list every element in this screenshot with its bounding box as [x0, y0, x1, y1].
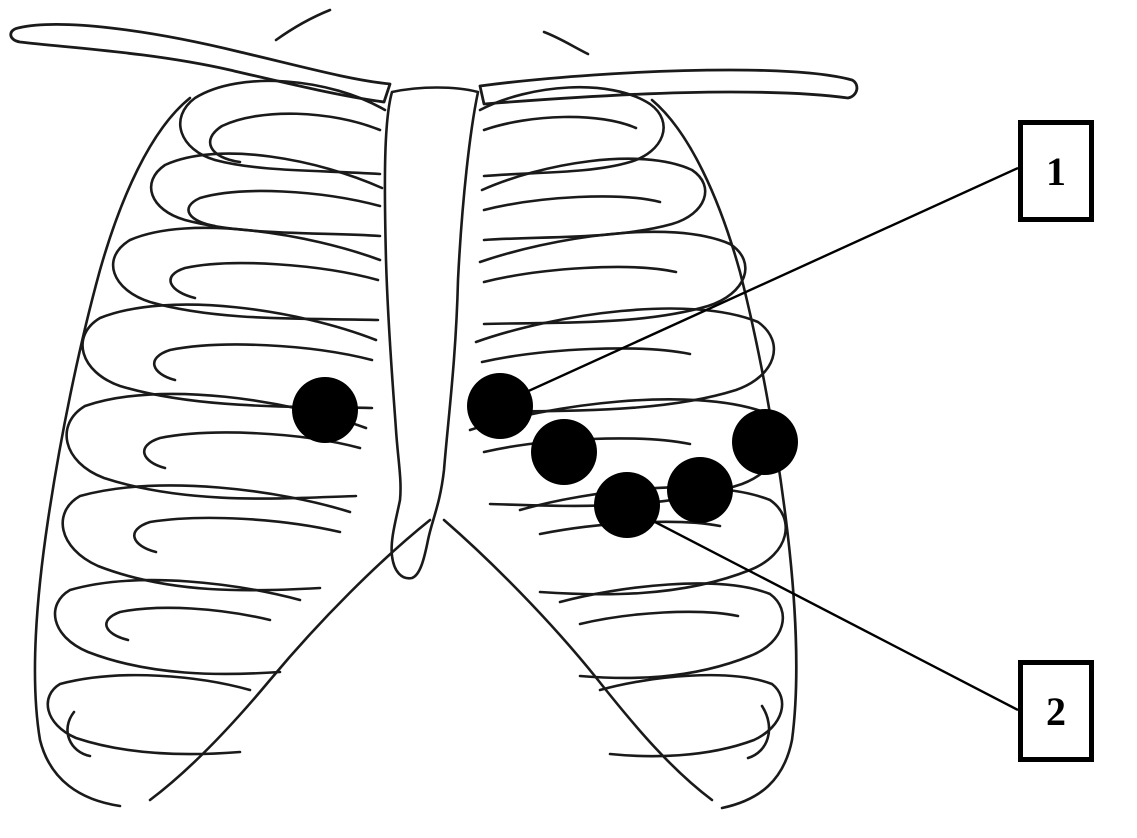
leader-line-1: [500, 168, 1018, 404]
left-costal-margin: [150, 520, 430, 800]
leader-line-2: [628, 508, 1018, 710]
sternum-outline: [385, 88, 478, 579]
sternum: [385, 88, 478, 579]
callout-label-2-text: 2: [1046, 688, 1066, 735]
callout-label-1-text: 1: [1046, 148, 1066, 195]
electrode-v3: [531, 419, 597, 485]
clavicles: [11, 10, 857, 104]
electrode-v6: [732, 409, 798, 475]
callout-label-2: 2: [1018, 660, 1094, 762]
left-rib-cage-edge: [35, 98, 190, 806]
right-first-rib-tip: [544, 32, 588, 54]
left-first-rib-tip: [276, 10, 330, 40]
callout-label-1: 1: [1018, 120, 1094, 222]
right-clavicle: [480, 70, 857, 104]
right-costal-margin: [444, 520, 712, 800]
electrodes: [292, 373, 798, 538]
electrode-v4: [594, 472, 660, 538]
electrode-v1: [292, 377, 358, 443]
electrode-v5: [667, 457, 733, 523]
electrode-v2: [467, 373, 533, 439]
left-ribs: [35, 81, 430, 806]
